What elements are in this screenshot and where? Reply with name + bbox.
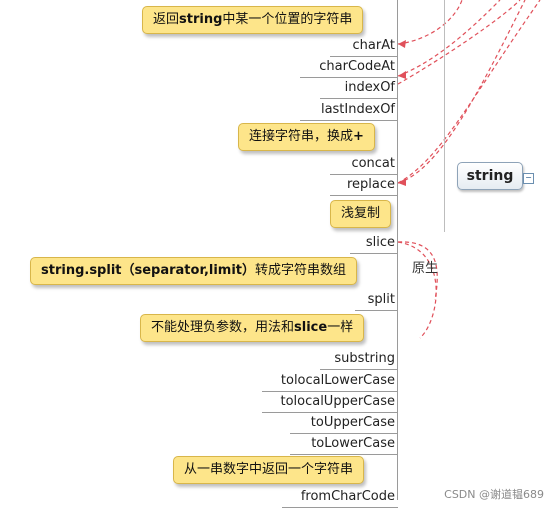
link-replace-2 bbox=[397, 0, 541, 184]
arrow-charat bbox=[398, 40, 406, 48]
node-touppercase[interactable]: toUpperCase bbox=[310, 415, 395, 430]
underline-charcodeat bbox=[300, 77, 398, 78]
node-substring[interactable]: substring bbox=[334, 351, 395, 366]
note-substring: 不能处理负参数，用法和slice一样 bbox=[140, 314, 365, 342]
note-concat-pre: 连接字符串，换成 bbox=[249, 129, 354, 144]
note-split-post: 转成字符串数组 bbox=[255, 263, 347, 278]
underline-split bbox=[355, 310, 398, 311]
collapse-icon[interactable]: − bbox=[523, 173, 534, 184]
root-node-string[interactable]: string bbox=[457, 162, 523, 190]
node-tolocaluppercase[interactable]: tolocalUpperCase bbox=[280, 394, 395, 409]
node-indexof[interactable]: indexOf bbox=[344, 80, 395, 95]
node-split[interactable]: split bbox=[367, 292, 395, 307]
node-fromcharcode[interactable]: fromCharCode bbox=[300, 489, 395, 504]
note-charat-pre: 返回 bbox=[153, 12, 180, 27]
node-concat[interactable]: concat bbox=[351, 156, 395, 171]
underline-indexof bbox=[320, 98, 398, 99]
note-charat: 返回string中某一个位置的字符串 bbox=[142, 6, 364, 34]
link-charcodeat bbox=[397, 0, 501, 77]
node-slice[interactable]: slice bbox=[365, 235, 395, 250]
link-replace-1 bbox=[397, 0, 526, 184]
link-charat bbox=[397, 0, 463, 45]
note-charat-post: 中某一个位置的字符串 bbox=[222, 12, 353, 27]
group-label-native: 原生 bbox=[412, 261, 439, 276]
link-indexof bbox=[397, 0, 521, 85]
underline-tolowercase bbox=[290, 454, 398, 455]
underline-charat bbox=[330, 56, 398, 57]
node-tolowercase[interactable]: toLowerCase bbox=[311, 436, 395, 451]
note-concat-bold: + bbox=[353, 129, 364, 144]
underline-replace bbox=[330, 195, 398, 196]
note-substring-pre: 不能处理负参数，用法和 bbox=[151, 320, 295, 335]
link-slice-2 bbox=[397, 241, 437, 339]
arrow-charcodeat bbox=[398, 71, 406, 79]
underline-tolocallowercase bbox=[262, 391, 398, 392]
note-substring-bold: slice bbox=[294, 320, 328, 335]
branch-trunk bbox=[397, 0, 398, 500]
watermark: CSDN @谢道韫689 bbox=[444, 488, 544, 501]
note-fromcharcode: 从一串数字中返回一个字符串 bbox=[173, 456, 365, 484]
underline-concat bbox=[330, 174, 398, 175]
note-slice-pre: 浅复制 bbox=[341, 206, 381, 221]
note-fromcharcode-pre: 从一串数字中返回一个字符串 bbox=[184, 462, 354, 477]
node-lastindexof[interactable]: lastIndexOf bbox=[320, 102, 395, 117]
node-charat[interactable]: charAt bbox=[352, 38, 395, 53]
underline-lastindexof bbox=[300, 120, 398, 121]
group-bracket bbox=[444, 0, 445, 232]
node-charcodeat[interactable]: charCodeAt bbox=[319, 59, 395, 74]
arrow-replace bbox=[398, 178, 406, 186]
note-split: string.split（separator,limit）转成字符串数组 bbox=[30, 257, 358, 285]
note-slice: 浅复制 bbox=[330, 200, 392, 228]
underline-tolocaluppercase bbox=[262, 412, 398, 413]
note-charat-bold: string bbox=[179, 12, 223, 27]
underline-substring bbox=[320, 369, 398, 370]
node-tolocallowercase[interactable]: tolocalLowerCase bbox=[280, 373, 395, 388]
note-split-bold: string.split（separator,limit） bbox=[41, 263, 256, 278]
underline-touppercase bbox=[290, 433, 398, 434]
link-slice bbox=[397, 241, 438, 301]
note-substring-post: 一样 bbox=[327, 320, 354, 335]
node-replace[interactable]: replace bbox=[346, 177, 395, 192]
underline-slice bbox=[350, 253, 398, 254]
note-concat: 连接字符串，换成+ bbox=[238, 123, 375, 151]
